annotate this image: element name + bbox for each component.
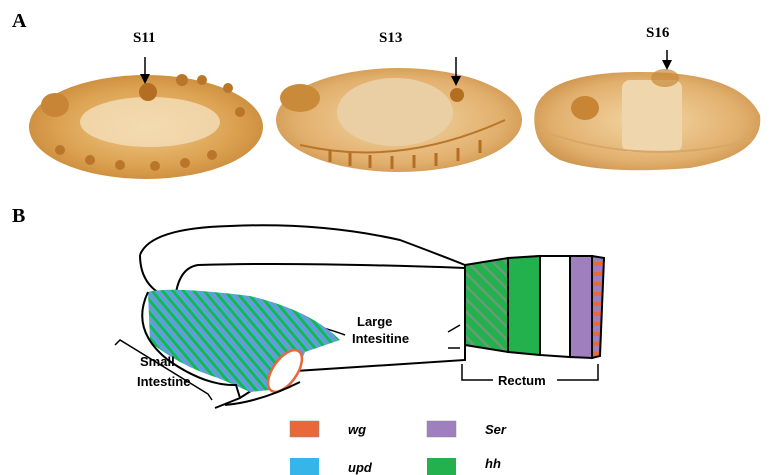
legend: wg Ser upd hh — [290, 421, 507, 475]
small-intestine-label: Intestine — [137, 374, 190, 389]
embryo-s11 — [29, 74, 263, 179]
rectum-label: Rectum — [498, 373, 546, 388]
large-intestine-label-part: Intesitine — [352, 331, 409, 346]
arrow-s16 — [662, 50, 672, 70]
large-intestine-label-part: Large — [357, 314, 392, 329]
legend-label-hh: hh — [485, 456, 501, 471]
embryo-s16 — [534, 69, 760, 170]
legend-swatch-ser — [427, 421, 456, 437]
legend-swatch-wg — [290, 421, 319, 437]
legend-swatch-hh — [427, 458, 456, 475]
legend-label-wg: wg — [348, 422, 366, 437]
small-intestine-label-line1: Small — [140, 354, 175, 369]
legend-label-upd: upd — [348, 460, 373, 475]
legend-swatch-upd — [290, 458, 319, 475]
embryo-s13 — [276, 68, 522, 172]
legend-label-ser: Ser — [485, 422, 507, 437]
